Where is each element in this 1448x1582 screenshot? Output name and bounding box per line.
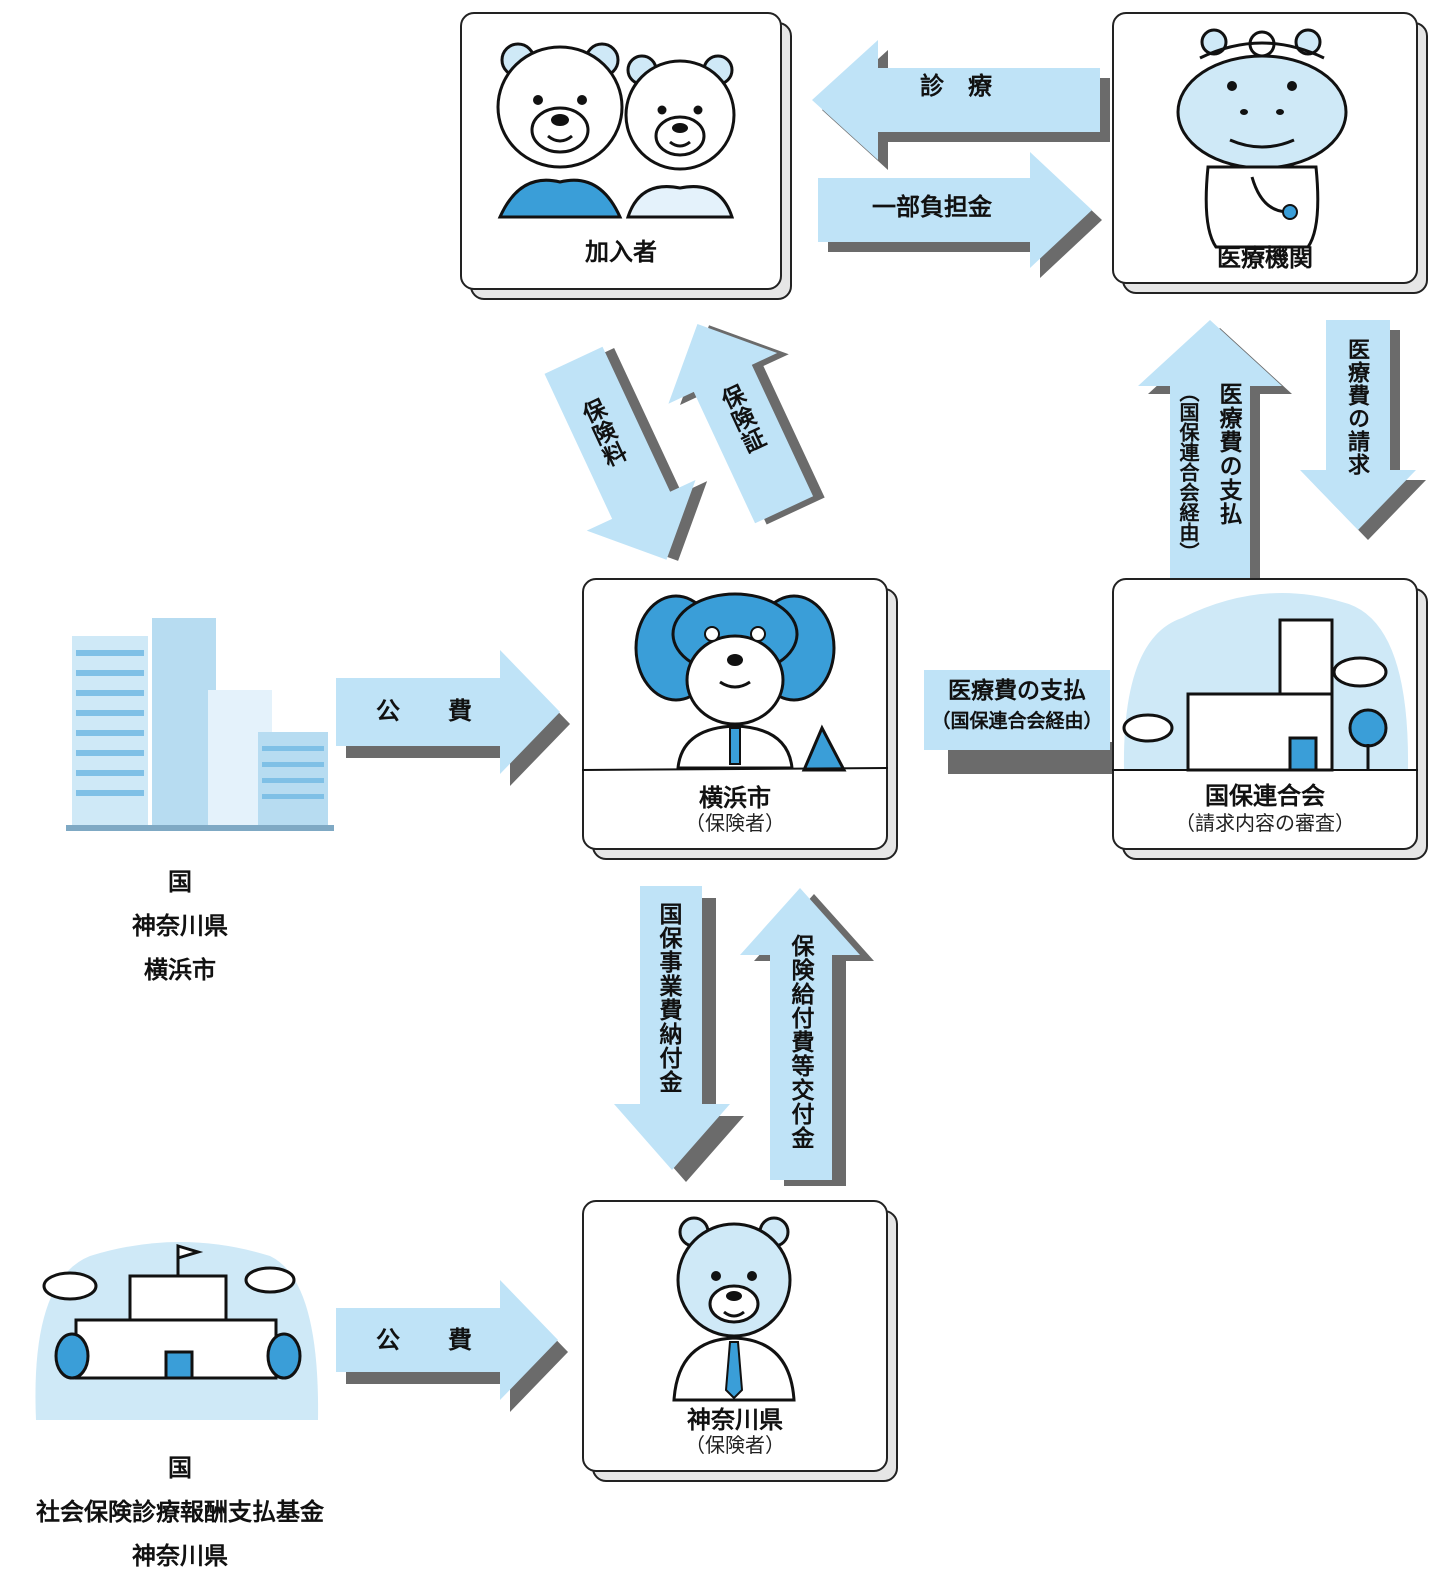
funders-upper-line-1: 国 xyxy=(168,868,192,896)
node-member: 加入者 xyxy=(460,12,792,300)
kokuho-building-illustration xyxy=(1112,593,1418,772)
arrow-public-upper xyxy=(336,650,570,786)
arrow-pay-horizontal-note: （国保連合会経由） xyxy=(931,710,1103,732)
funders-lower: 国 社会保険診療報酬支払基金 神奈川県 xyxy=(4,1446,356,1578)
arrow-grant-label: 保険給付費等交付金 xyxy=(787,934,813,1150)
node-kanagawa-label: 神奈川県 xyxy=(687,1406,783,1434)
arrow-public-lower-label: 公 費 xyxy=(376,1326,472,1354)
arrow-pay-vertical-note: （国保連合会経由） xyxy=(1176,382,1200,562)
funders-upper: 国 神奈川県 横浜市 xyxy=(90,860,270,992)
arrow-contribution-label: 国保事業費納付金 xyxy=(655,902,681,1094)
arrow-grant xyxy=(740,888,874,1186)
node-kokuho-label: 国保連合会 xyxy=(1205,782,1325,810)
funders-upper-line-3: 横浜市 xyxy=(144,956,216,984)
arrow-public-lower xyxy=(336,1280,568,1412)
arrow-card xyxy=(668,323,825,525)
funders-lower-line-1: 国 xyxy=(168,1454,192,1482)
arrow-claim xyxy=(1300,320,1426,540)
node-kokuho-sub: （請求内容の審査） xyxy=(1175,811,1355,835)
arrow-copay-label: 一部負担金 xyxy=(872,193,992,221)
dog-official-illustration xyxy=(582,592,888,772)
node-yokohama-label: 横浜市 xyxy=(699,784,771,812)
funders-upper-line-2: 神奈川県 xyxy=(132,912,228,940)
node-member-label: 加入者 xyxy=(585,238,657,266)
arrow-pay-vertical-label: 医療費の支払 xyxy=(1215,382,1241,526)
arrow-contribution xyxy=(614,886,744,1182)
arrow-treatment xyxy=(812,40,1110,170)
arrow-public-upper-label: 公 費 xyxy=(376,697,472,725)
arrow-pay-horizontal-label: 医療費の支払 xyxy=(948,678,1086,704)
node-medical-label: 医療機関 xyxy=(1217,244,1313,272)
arrow-pay-horizontal xyxy=(924,670,1118,774)
arrow-pay-vertical xyxy=(1138,320,1292,588)
hippo-doctor-illustration xyxy=(1176,28,1348,249)
funders-lower-line-3: 神奈川県 xyxy=(132,1542,228,1570)
node-kanagawa: 神奈川県 （保険者） xyxy=(582,1200,898,1482)
arrow-premium xyxy=(544,346,708,561)
arrow-treatment-label: 診 療 xyxy=(920,72,992,100)
bear-couple-illustration xyxy=(496,42,736,219)
node-medical: 医療機関 xyxy=(1112,12,1428,294)
node-kokuho: 国保連合会 （請求内容の審査） xyxy=(1112,578,1428,860)
node-yokohama-sub: （保険者） xyxy=(685,811,785,835)
node-yokohama: 横浜市 （保険者） xyxy=(582,578,898,860)
bear-official-illustration xyxy=(672,1216,796,1402)
arrow-copay xyxy=(818,152,1102,278)
arrow-claim-label: 医療費の請求 xyxy=(1344,338,1369,476)
funders-lower-line-2: 社会保険診療報酬支払基金 xyxy=(36,1498,324,1526)
node-kanagawa-sub: （保険者） xyxy=(685,1433,785,1457)
